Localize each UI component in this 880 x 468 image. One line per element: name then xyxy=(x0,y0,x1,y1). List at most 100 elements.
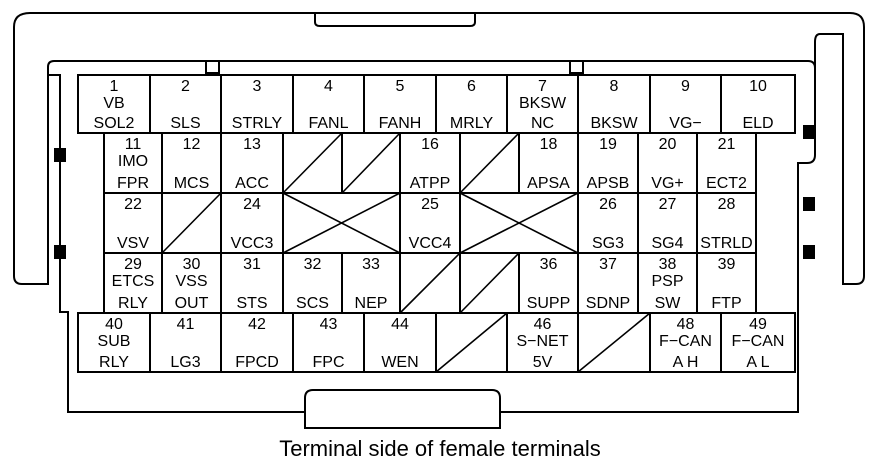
terminal-number: 39 xyxy=(718,256,736,273)
terminal-number: 26 xyxy=(599,196,617,213)
terminal-number: 37 xyxy=(599,256,617,273)
lock-square-left-2 xyxy=(54,245,66,259)
terminal-signal-line2: ACC xyxy=(235,175,269,192)
terminal-signal-line2: RLY xyxy=(118,295,148,312)
terminal-signal-line1: VB xyxy=(103,95,124,112)
terminal-number: 9 xyxy=(681,78,690,95)
terminal-signal-line2: ECT2 xyxy=(706,175,747,192)
tab-left xyxy=(205,60,220,74)
terminal-signal-line2: VG+ xyxy=(651,175,683,192)
terminal-number: 11 xyxy=(125,136,142,153)
terminal-number: 3 xyxy=(253,78,262,95)
terminal-number: 24 xyxy=(243,196,261,213)
terminal-signal-line2: LG3 xyxy=(170,354,200,371)
terminal-signal-line1: PSP xyxy=(651,273,683,290)
terminal-signal-line2: FANL xyxy=(308,115,348,132)
terminal-9: 9VG− xyxy=(669,78,701,132)
blank-cavity-slash xyxy=(341,132,401,194)
diagram-caption: Terminal side of female terminals xyxy=(279,436,601,461)
lock-square-right-2 xyxy=(803,197,815,211)
terminal-signal-line1: ETCS xyxy=(112,273,155,290)
terminal-number: 41 xyxy=(177,316,195,333)
terminal-number: 10 xyxy=(749,78,767,95)
terminal-number: 27 xyxy=(659,196,677,213)
terminal-number: 38 xyxy=(659,256,677,273)
terminal-signal-line1: BKSW xyxy=(519,95,567,112)
terminal-number: 1 xyxy=(110,78,119,95)
blank-cavity-slash xyxy=(435,312,508,373)
terminal-number: 40 xyxy=(105,316,123,333)
terminal-number: 2 xyxy=(181,78,190,95)
terminal-number: 30 xyxy=(183,256,201,273)
terminal-number: 6 xyxy=(467,78,476,95)
terminal-number: 43 xyxy=(320,316,338,333)
blank-cavity-slash xyxy=(161,192,222,254)
terminal-number: 13 xyxy=(243,136,261,153)
terminal-number: 19 xyxy=(599,136,617,153)
terminal-signal-line2: SOL2 xyxy=(94,115,135,132)
blank-cavities xyxy=(161,132,651,373)
terminal-signal-line2: SLS xyxy=(170,115,200,132)
connector-housing-outline xyxy=(13,12,865,429)
terminal-grid xyxy=(77,74,796,373)
terminal-1: 1VB SOL2 xyxy=(94,78,135,132)
terminal-signal-line2: STS xyxy=(236,295,267,312)
terminal-signal-line2: FPR xyxy=(117,175,149,192)
terminal-number: 20 xyxy=(659,136,677,153)
top-latch xyxy=(314,13,476,27)
terminal-number: 28 xyxy=(718,196,736,213)
lock-square-left-1 xyxy=(54,148,66,162)
blank-cavity-slash xyxy=(282,132,343,194)
terminal-signal-line1: F−CAN xyxy=(732,333,785,350)
terminal-signal-line2: ATPP xyxy=(410,175,451,192)
terminal-signal-line1: F−CAN xyxy=(659,333,712,350)
terminal-signal-line1: IMO xyxy=(118,153,148,170)
terminal-signal-line2: OUT xyxy=(175,295,209,312)
bottom-boss xyxy=(304,389,501,412)
terminal-signal-line2: SG3 xyxy=(592,235,624,252)
terminal-signal-line2: APSB xyxy=(587,175,630,192)
terminal-signal-line2: MCS xyxy=(174,175,210,192)
terminal-signal-line2: STRLY xyxy=(232,115,283,132)
terminal-number: 42 xyxy=(248,316,266,333)
terminal-number: 32 xyxy=(304,256,322,273)
terminal-number: 33 xyxy=(362,256,380,273)
terminal-signal-line1: S−NET xyxy=(516,333,568,350)
terminal-number: 8 xyxy=(610,78,619,95)
inner-top-line xyxy=(47,60,816,75)
terminal-signal-line2: FTP xyxy=(711,295,741,312)
terminal-number: 46 xyxy=(534,316,552,333)
terminal-labels: 1VBSOL22SLS3STRLY4FANL5FANH6MRLY7BKSWNC8… xyxy=(94,78,785,371)
terminal-number: 4 xyxy=(324,78,333,95)
terminal-signal-line2: RLY xyxy=(99,354,129,371)
terminal-signal-line1: SUB xyxy=(98,333,131,350)
terminal-signal-line2: A H xyxy=(673,354,699,371)
terminal-number: 44 xyxy=(391,316,409,333)
terminal-number: 18 xyxy=(540,136,558,153)
blank-cavity-slash xyxy=(577,312,651,373)
blank-cavity-slash xyxy=(399,252,461,314)
lock-square-right-3 xyxy=(803,245,815,259)
